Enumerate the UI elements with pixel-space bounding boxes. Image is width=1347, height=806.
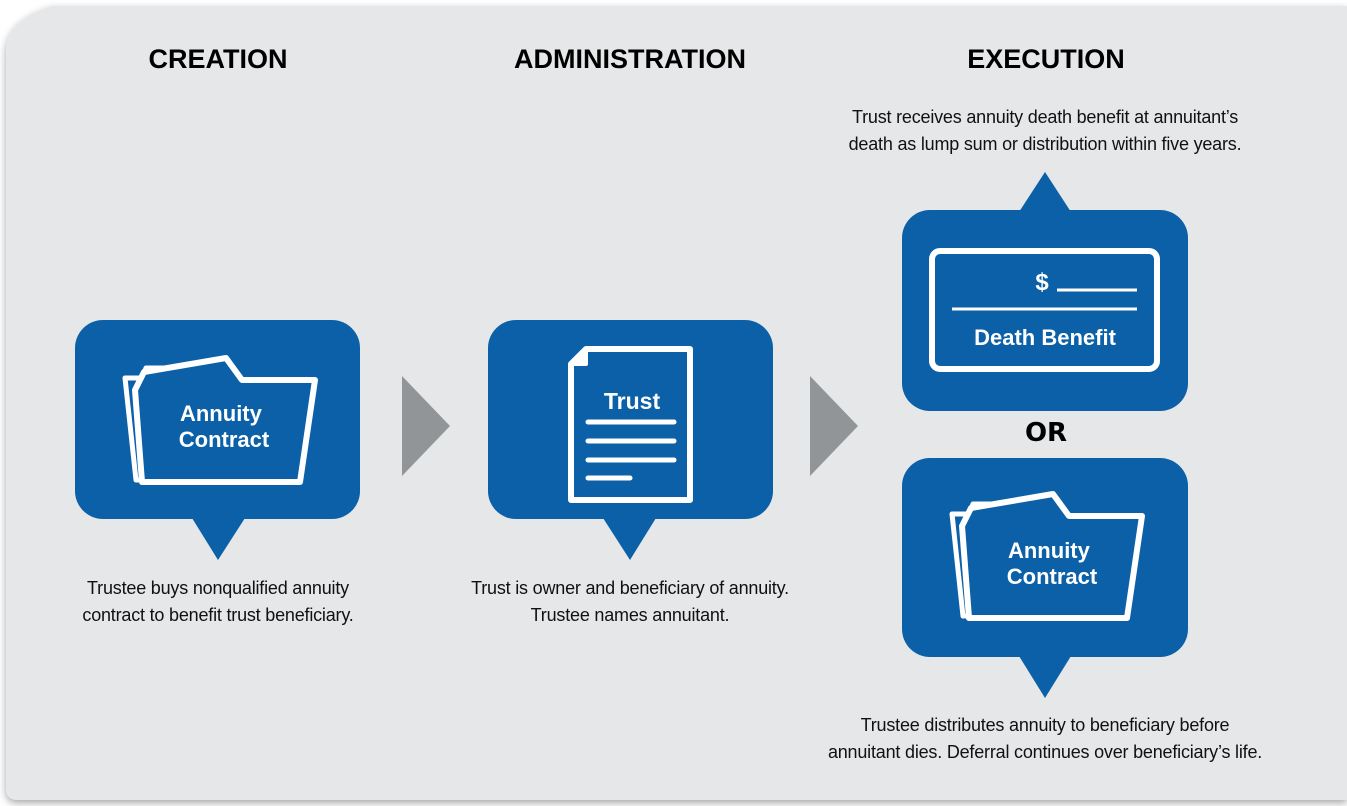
administration-caption-line-2: Trustee names annuitant. (530, 605, 730, 625)
heading-administration: ADMINISTRATION (514, 44, 746, 74)
flow-arrow-1 (402, 376, 450, 476)
creation-icon-label: Annuity Contract (179, 401, 270, 452)
execution-top-caption-line-1: Trust receives annuity death benefit at … (851, 107, 1239, 127)
heading-creation: CREATION (148, 44, 288, 74)
execution-bottom-caption: Trustee distributes annuity to beneficia… (795, 712, 1295, 766)
administration-caption-line-1: Trust is owner and beneficiary of annuit… (471, 578, 789, 598)
administration-caption: Trust is owner and beneficiary of annuit… (430, 575, 830, 629)
creation-caption-line-1: Trustee buys nonqualified annuity (87, 578, 349, 598)
creation-caption: Trustee buys nonqualified annuity contra… (38, 575, 398, 629)
folder-icon (122, 355, 318, 485)
execution-top-caption-line-2: death as lump sum or distribution within… (848, 134, 1242, 154)
check-currency-symbol: $ (1035, 269, 1049, 296)
check-icon (929, 248, 1160, 372)
folder-icon (949, 491, 1145, 621)
heading-execution: EXECUTION (967, 44, 1125, 74)
execution-bottom-caption-line-1: Trustee distributes annuity to beneficia… (860, 715, 1230, 735)
execution-folder-label: Annuity Contract (1007, 538, 1098, 589)
execution-folder-label-line-1: Annuity (1008, 538, 1091, 563)
creation-icon-label-line-1: Annuity (180, 401, 263, 426)
creation-caption-line-2: contract to benefit trust beneficiary. (82, 605, 354, 625)
execution-folder-label-line-2: Contract (1007, 564, 1098, 589)
execution-bottom-caption-line-2: annuitant dies. Deferral continues over … (827, 742, 1263, 762)
check-label: Death Benefit (974, 325, 1116, 350)
execution-top-caption: Trust receives annuity death benefit at … (805, 104, 1285, 158)
creation-icon-label-line-2: Contract (179, 427, 270, 452)
administration-icon-label: Trust (604, 388, 661, 414)
flow-arrow-2 (810, 376, 858, 476)
document-icon (568, 346, 693, 503)
or-label: OR (1024, 418, 1068, 448)
